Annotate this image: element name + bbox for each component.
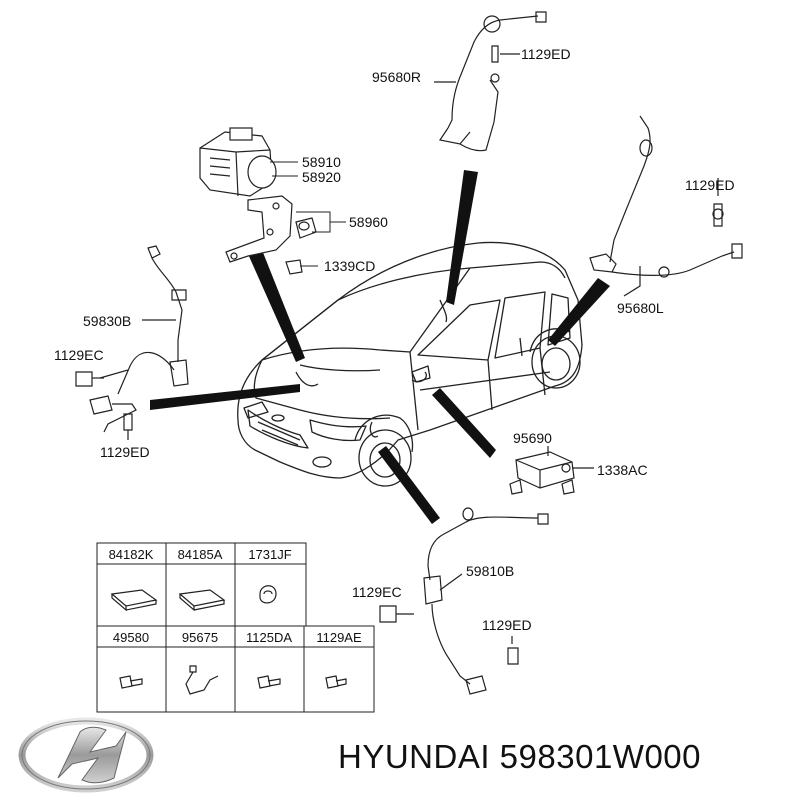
label-59810B: 59810B — [466, 563, 514, 579]
hyundai-logo-icon — [18, 717, 154, 793]
sensor-95680L — [589, 115, 743, 297]
bolt-49580-icon — [119, 675, 143, 689]
label-1339CD: 1339CD — [324, 258, 375, 274]
parts-table-labels: 84182K 84185A 1731JF 49580 95675 1125DA … — [109, 547, 362, 645]
table-cell: 1129AE — [316, 630, 362, 645]
label-1129EC-left: 1129EC — [54, 347, 104, 363]
label-1129ED-right: 1129ED — [685, 177, 735, 193]
label-1129EC-bottom: 1129EC — [352, 584, 402, 600]
label-95690: 95690 — [513, 430, 552, 446]
label-1338AC: 1338AC — [597, 462, 648, 478]
pad-84185A-icon — [178, 589, 226, 612]
table-cell: 95675 — [182, 630, 218, 645]
sensor-59810B — [379, 507, 549, 695]
grommet-1731JF-icon — [259, 585, 277, 604]
car-illustration — [237, 241, 583, 487]
table-cell: 84185A — [178, 547, 223, 562]
pad-84182K-icon — [110, 589, 158, 612]
table-cell: 1125DA — [246, 630, 292, 645]
module-95690 — [509, 446, 594, 495]
table-cell: 84182K — [109, 547, 154, 562]
abs-module — [199, 127, 317, 275]
bolt-1125DA-icon — [257, 675, 281, 689]
leader-lines — [150, 170, 610, 524]
sensor-95680R — [434, 11, 547, 152]
parts-table-icons — [110, 585, 347, 695]
label-58910: 58910 — [302, 154, 341, 170]
harness-95675-icon — [185, 665, 219, 695]
label-58960: 58960 — [349, 214, 388, 230]
brand-part-number: HYUNDAI 598301W000 — [338, 738, 702, 775]
label-1129ED-left: 1129ED — [100, 444, 150, 460]
parts-table — [96, 542, 375, 713]
table-cell: 49580 — [113, 630, 149, 645]
bolt-1129AE-icon — [325, 675, 347, 689]
label-1129ED-top: 1129ED — [521, 46, 571, 62]
label-58920: 58920 — [302, 169, 341, 185]
sensor-59830B — [75, 245, 189, 440]
callout-labels: 95680R 1129ED 58910 58920 58960 1339CD 1… — [54, 46, 735, 633]
label-1129ED-bottom: 1129ED — [482, 617, 532, 633]
table-cell: 1731JF — [248, 547, 291, 562]
label-59830B: 59830B — [83, 313, 131, 329]
label-95680L: 95680L — [617, 300, 664, 316]
label-95680R: 95680R — [372, 69, 421, 85]
abs-callout-lines — [270, 161, 346, 267]
